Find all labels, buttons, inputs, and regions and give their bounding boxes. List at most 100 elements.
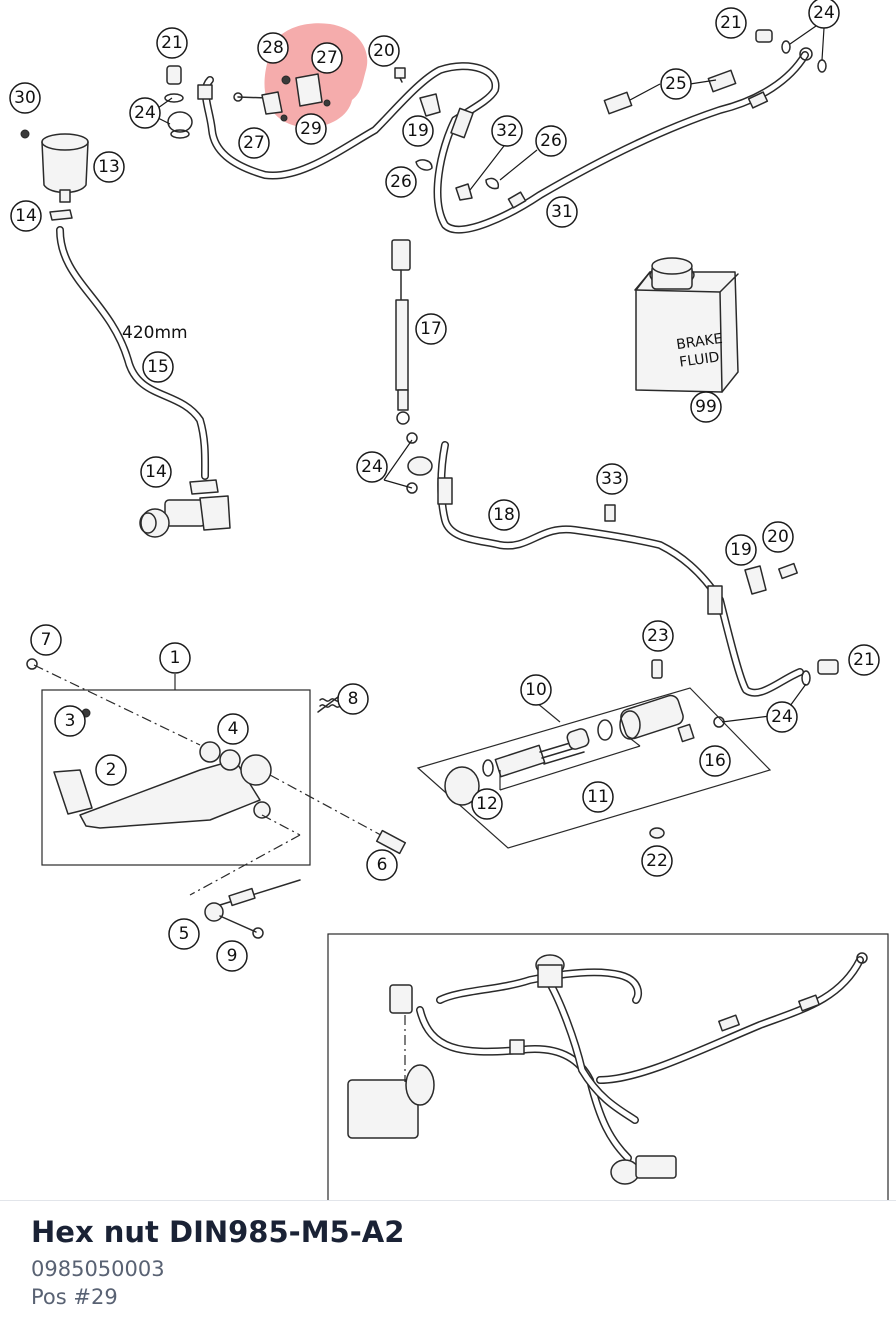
callout-24[interactable]: 24 [129, 97, 161, 129]
callout-circle [699, 745, 731, 777]
callout-20[interactable]: 20 [762, 521, 794, 553]
brake-pedal-assembly [26, 658, 391, 896]
callout-14[interactable]: 14 [140, 456, 172, 488]
callout-number: 23 [647, 626, 669, 646]
callout-circle [488, 499, 520, 531]
callout-number: 21 [853, 650, 875, 670]
middle-right-parts [604, 504, 839, 728]
callout-32[interactable]: 32 [491, 115, 523, 147]
callout-17[interactable]: 17 [415, 313, 447, 345]
callout-circle [520, 674, 552, 706]
callout-circle [690, 391, 722, 423]
callout-circle [159, 642, 191, 674]
callout-28[interactable]: 28 [257, 32, 289, 64]
upper-left-fittings [164, 65, 193, 139]
callout-number: 26 [390, 172, 412, 192]
callout-20[interactable]: 20 [368, 35, 400, 67]
callout-circle [366, 849, 398, 881]
callout-number: 33 [601, 469, 623, 489]
callout-number: 28 [262, 38, 284, 58]
callout-number: 6 [377, 855, 388, 875]
callout-19[interactable]: 19 [402, 115, 434, 147]
callout-circle [10, 200, 42, 232]
callout-circle [762, 521, 794, 553]
callout-3[interactable]: 3 [54, 705, 86, 737]
callout-circle [471, 788, 503, 820]
callout-27[interactable]: 27 [311, 42, 343, 74]
callout-circle [546, 196, 578, 228]
callout-9[interactable]: 9 [216, 940, 248, 972]
upper-clips [415, 93, 500, 201]
callout-number: 14 [15, 206, 37, 226]
callout-2[interactable]: 2 [95, 754, 127, 786]
callout-16[interactable]: 16 [699, 745, 731, 777]
callout-number: 20 [373, 41, 395, 61]
callout-4[interactable]: 4 [217, 713, 249, 745]
callout-circle [156, 27, 188, 59]
upper-bolt [394, 67, 406, 83]
callout-circle [311, 42, 343, 74]
callout-99[interactable]: 99 [690, 391, 722, 423]
callout-circle [216, 940, 248, 972]
callout-number: 1 [170, 648, 181, 668]
callout-number: 29 [300, 119, 322, 139]
callout-circle [295, 113, 327, 145]
callout-1[interactable]: 1 [159, 642, 191, 674]
callout-circle [30, 624, 62, 656]
callout-number: 26 [540, 131, 562, 151]
callout-13[interactable]: 13 [93, 151, 125, 183]
hose-length-label: 420mm [122, 323, 188, 343]
callout-18[interactable]: 18 [488, 499, 520, 531]
callout-30[interactable]: 30 [9, 82, 41, 114]
callout-33[interactable]: 33 [596, 463, 628, 495]
callout-14[interactable]: 14 [10, 200, 42, 232]
callout-29[interactable]: 29 [295, 113, 327, 145]
callout-23[interactable]: 23 [642, 620, 674, 652]
callout-31[interactable]: 31 [546, 196, 578, 228]
callout-19[interactable]: 19 [725, 534, 757, 566]
upper-right-fittings [755, 29, 827, 73]
callout-number: 27 [316, 48, 338, 68]
callout-5[interactable]: 5 [168, 918, 200, 950]
part-position: Pos #29 [31, 1285, 118, 1309]
callout-circle [642, 620, 674, 652]
callout-6[interactable]: 6 [366, 849, 398, 881]
callout-15[interactable]: 15 [142, 351, 174, 383]
callout-number: 9 [227, 946, 238, 966]
callout-26[interactable]: 26 [535, 125, 567, 157]
upper-brake-line [197, 47, 813, 234]
callout-number: 24 [771, 707, 793, 727]
callout-circle [9, 82, 41, 114]
exploded-parts-diagram: BRAKE FLUID [9, 0, 889, 1200]
callout-circle [725, 534, 757, 566]
callout-circle [217, 713, 249, 745]
callout-25[interactable]: 25 [660, 68, 692, 100]
callout-circle [368, 35, 400, 67]
callout-27[interactable]: 27 [238, 127, 270, 159]
callout-number: 99 [695, 397, 717, 417]
diagram-canvas: BRAKE FLUID [9, 0, 889, 1200]
callout-21[interactable]: 21 [156, 27, 188, 59]
callout-12[interactable]: 12 [471, 788, 503, 820]
callout-22[interactable]: 22 [641, 845, 673, 877]
callout-11[interactable]: 11 [582, 781, 614, 813]
callout-circle [582, 781, 614, 813]
part-info-panel: Hex nut DIN985-M5-A2 0985050003 Pos #29 [0, 1200, 896, 1335]
callout-number: 31 [551, 202, 573, 222]
callout-8[interactable]: 8 [337, 683, 369, 715]
callout-number: 21 [161, 33, 183, 53]
callout-circle [140, 456, 172, 488]
callout-10[interactable]: 10 [520, 674, 552, 706]
callout-24[interactable]: 24 [766, 701, 798, 733]
callout-21[interactable]: 21 [848, 644, 880, 676]
callout-21[interactable]: 21 [715, 7, 747, 39]
callout-circle [808, 0, 840, 29]
callout-24[interactable]: 24 [808, 0, 840, 29]
callout-circle [168, 918, 200, 950]
callout-number: 17 [420, 319, 442, 339]
callout-number: 4 [228, 719, 239, 739]
callout-7[interactable]: 7 [30, 624, 62, 656]
callout-26[interactable]: 26 [385, 166, 417, 198]
callout-number: 21 [720, 13, 742, 33]
callout-24[interactable]: 24 [356, 451, 388, 483]
